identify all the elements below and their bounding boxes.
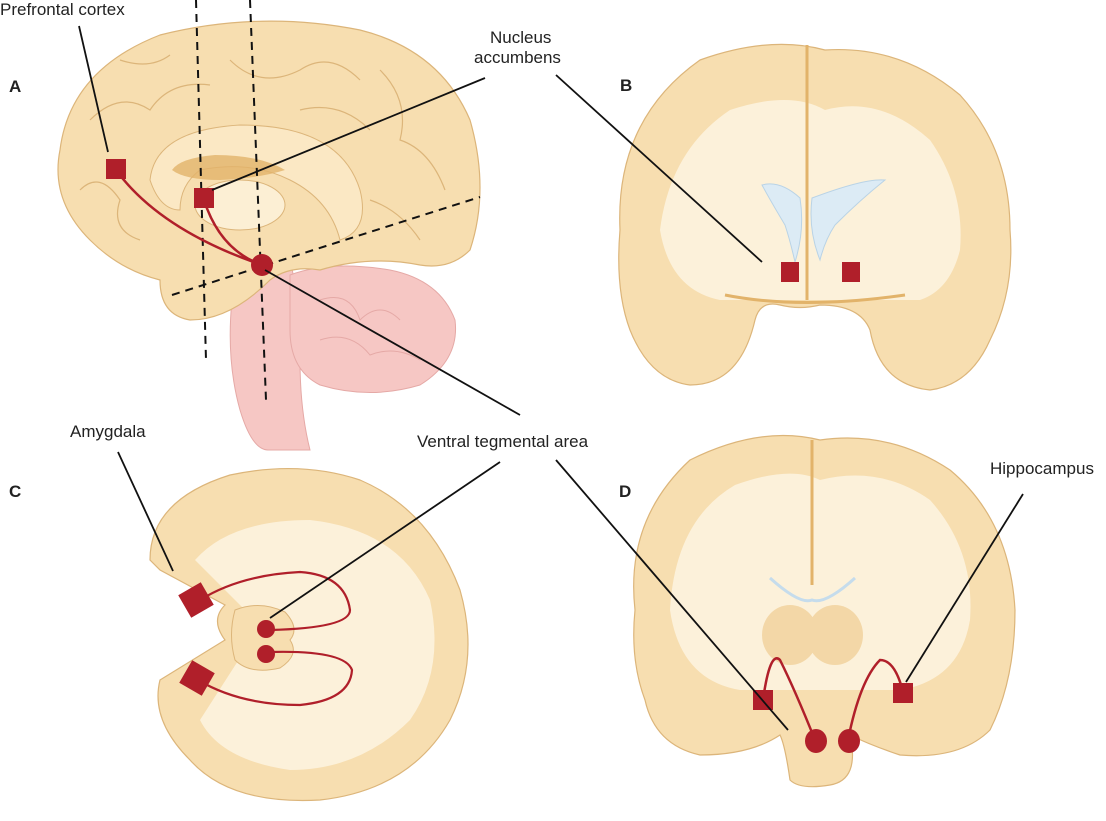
label-nucleus-accumbens-line1: Nucleus	[490, 28, 552, 47]
marker-nucleus-accumbens-a	[194, 188, 214, 208]
leader-nucleus-accumbens-a	[211, 77, 486, 191]
panel-label-d: D	[619, 482, 632, 501]
white-matter-c	[195, 520, 435, 770]
label-nucleus-accumbens-line2: accumbens	[474, 48, 561, 67]
marker-amygdala-c-lower	[179, 660, 215, 696]
leader-hippocampus	[905, 493, 1024, 683]
deep-nuclei-d	[762, 605, 863, 665]
panel-label-b: B	[620, 76, 633, 95]
panel-b-coronal-brain	[618, 43, 1012, 391]
section-planes	[171, 0, 481, 401]
leader-vta-d	[555, 459, 789, 731]
leader-vta-c	[269, 461, 501, 619]
leader-vta-a	[264, 269, 521, 416]
marker-nucleus-accumbens-b-right	[842, 262, 860, 282]
label-prefrontal-cortex: Prefrontal cortex	[0, 0, 125, 19]
marker-vta-d-right	[838, 729, 860, 753]
marker-vta-c-lower	[257, 645, 275, 663]
leader-nucleus-accumbens-b	[555, 74, 763, 263]
coronal-plane-1	[195, 0, 207, 361]
marker-vta-d-left	[805, 729, 827, 753]
pathways-d	[761, 657, 905, 741]
label-amygdala: Amygdala	[70, 422, 146, 441]
white-matter-d	[670, 473, 971, 690]
cerebellum-folia	[319, 297, 421, 361]
white-matter-b	[660, 100, 961, 300]
leader-prefrontal-cortex	[78, 25, 109, 153]
panel-d-coronal-brain	[633, 434, 1016, 788]
marker-vta-c-upper	[257, 620, 275, 638]
leader-amygdala	[117, 451, 174, 572]
leader-lines	[78, 25, 1024, 731]
marker-prefrontal-cortex	[106, 159, 126, 179]
marker-hippocampus-d	[893, 683, 913, 703]
panel-label-a: A	[9, 77, 22, 96]
ventricle-left	[761, 183, 803, 264]
pathways-c	[197, 570, 354, 707]
coronal-plane-2	[249, 0, 267, 401]
corpus-callosum	[149, 124, 363, 241]
sulcus-b	[724, 293, 906, 304]
ventricle-d	[768, 576, 857, 603]
marker-nucleus-accumbens-b-left	[781, 262, 799, 282]
marker-amygdala-c-upper	[178, 582, 214, 618]
panel-a-sagittal-brain	[57, 0, 481, 451]
panel-label-c: C	[9, 482, 22, 501]
gyri	[79, 54, 446, 241]
label-ventral-tegmental-area: Ventral tegmental area	[417, 432, 589, 451]
cerebellum	[289, 265, 457, 393]
ventricle-right	[810, 179, 887, 262]
axial-plane	[171, 196, 481, 296]
label-hippocampus: Hippocampus	[990, 459, 1094, 478]
panel-c-axial-brain	[149, 467, 469, 802]
